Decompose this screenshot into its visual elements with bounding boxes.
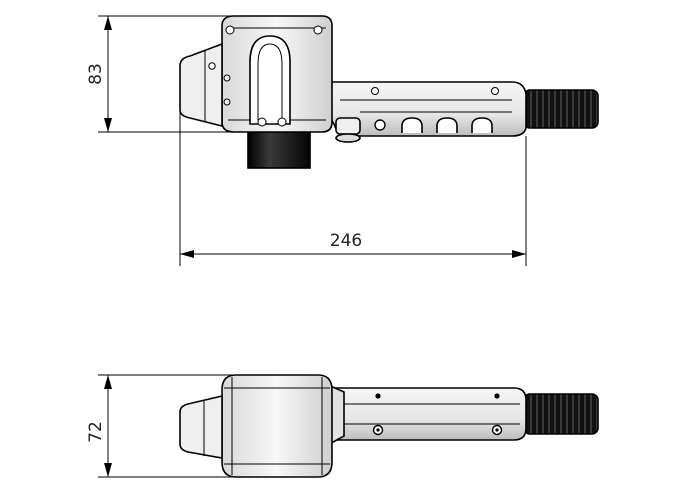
screw bbox=[371, 87, 379, 95]
dimension-label-246: 246 bbox=[330, 231, 362, 251]
head-screws bbox=[223, 25, 323, 127]
cable-bottom bbox=[523, 393, 599, 435]
dimension-length: 246 bbox=[179, 112, 527, 266]
nozzle-cone bbox=[179, 42, 223, 128]
nozzle-tube bbox=[247, 131, 311, 169]
button-knob bbox=[335, 117, 361, 143]
screw bbox=[491, 87, 499, 95]
head-body-bottom bbox=[221, 374, 333, 478]
top-view: 72 bbox=[86, 374, 599, 478]
side-view: 83 246 bbox=[86, 15, 599, 266]
grip-slots bbox=[374, 117, 493, 133]
nozzle-cone-bottom bbox=[179, 394, 223, 459]
window-slot bbox=[249, 35, 291, 125]
dimension-label-83: 83 bbox=[86, 63, 106, 85]
dimension-label-72: 72 bbox=[86, 421, 106, 443]
dimension-width-bottom: 72 bbox=[86, 374, 232, 478]
cable-top bbox=[523, 89, 599, 129]
dimension-height-top: 83 bbox=[86, 15, 232, 133]
